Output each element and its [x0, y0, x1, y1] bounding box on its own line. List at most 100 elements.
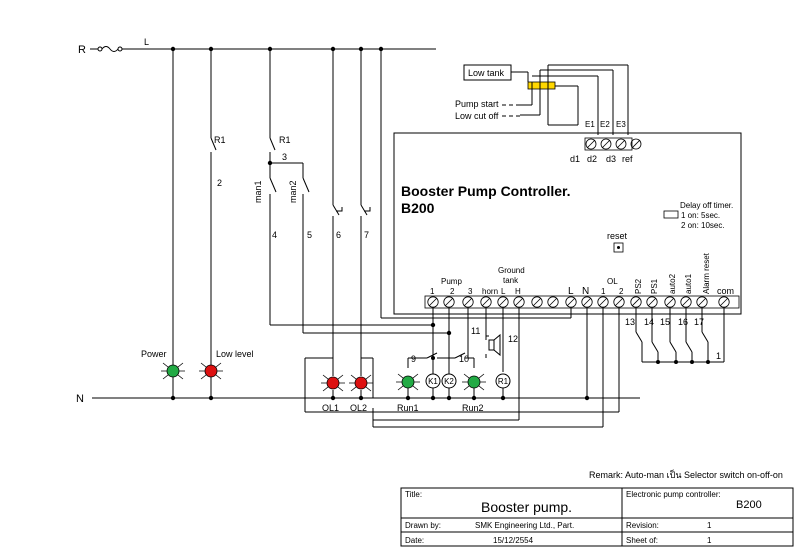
r1b-label: R1: [279, 135, 291, 145]
pump-label: Pump: [441, 277, 462, 286]
sheet-value: 1: [707, 536, 712, 545]
sheet-label: Sheet of:: [626, 536, 658, 545]
ol1-lamp-icon: [321, 374, 345, 392]
auto2-label: auto2: [668, 273, 677, 294]
run1-lamp-icon: [396, 373, 420, 391]
terminal-screw-icon: [613, 296, 625, 308]
terminal-slot: [498, 297, 508, 307]
remark-text: Remark: Auto-man เป็น Selector switch on…: [589, 468, 783, 480]
wire-2-label: 2: [217, 178, 222, 188]
delay-switch-icon: [663, 210, 679, 219]
d3-label: d3: [606, 154, 616, 164]
r1a-label: R1: [214, 135, 226, 145]
wire-11-label: 11: [471, 326, 480, 336]
wire-4-label: 4: [272, 230, 277, 240]
bottom-terminal-strip: [424, 295, 740, 309]
ol-2-label: 2: [619, 287, 624, 296]
wire-3-label: 3: [282, 152, 287, 162]
power-lamp-icon: [161, 362, 185, 380]
epc-value: B200: [736, 499, 762, 511]
ground-tank-label-1: Ground: [498, 266, 525, 275]
man2-label: man2: [288, 180, 298, 203]
horn-label: horn: [482, 287, 498, 296]
wire-7-label: 7: [364, 230, 369, 240]
ps1-label: PS1: [650, 278, 659, 294]
terminal-screw-icon: [646, 296, 658, 308]
ps2-label: PS2: [634, 278, 643, 294]
terminal-slot: [614, 297, 624, 307]
line-l-label: L: [144, 37, 149, 47]
controller-box: [393, 132, 742, 315]
controller-title-2: B200: [401, 200, 435, 216]
line-r-label: R: [78, 44, 86, 56]
wire-14-label: 14: [644, 317, 654, 327]
ol2-label: OL2: [350, 403, 367, 413]
ref-label: ref: [622, 154, 633, 164]
ol-label: OL: [607, 277, 618, 286]
title-value: Booster pump.: [481, 499, 572, 515]
terminal-slot: [697, 297, 707, 307]
com-label: com: [717, 286, 734, 296]
wire-6-label: 6: [336, 230, 341, 240]
terminal-slot: [582, 297, 592, 307]
terminal-screw-icon: [581, 296, 593, 308]
terminal-screw-icon: [597, 296, 609, 308]
d1-label: d1: [570, 154, 580, 164]
terminal-slot: [548, 297, 558, 307]
terminal-screw-icon: [680, 296, 692, 308]
terminal-screw-icon: [531, 296, 543, 308]
terminal-screw-icon: [565, 296, 577, 308]
terminal-screw-icon: [480, 296, 492, 308]
run2-label: Run2: [462, 403, 484, 413]
delay-option-2: 2 on: 10sec.: [681, 221, 725, 230]
e3-label: E3: [616, 120, 626, 129]
terminal-slot: [647, 297, 657, 307]
lamps: Power Low level OL1 OL2: [141, 349, 486, 413]
delay-title: Delay off timer.: [680, 201, 733, 210]
e2-label: E2: [600, 120, 610, 129]
low-cut-off-label: Low cut off: [455, 111, 499, 121]
run2-lamp-icon: [462, 373, 486, 391]
terminal-slot: [598, 297, 608, 307]
ground-tank-label-2: tank: [503, 276, 519, 285]
ol2-lamp-icon: [349, 374, 373, 392]
terminal-slot: [514, 297, 524, 307]
controller: d1 d2 d3 ref Booster Pump Controller. B2…: [393, 132, 742, 315]
low-level-lamp-icon: [199, 362, 223, 380]
r1-coil-label: R1: [498, 377, 509, 386]
man1-label: man1: [253, 180, 263, 203]
terminal-screw-icon: [630, 296, 642, 308]
wire-5-label: 5: [307, 230, 312, 240]
low-tank-label: Low tank: [468, 68, 505, 78]
reset-label: reset: [607, 231, 628, 241]
power-label: Power: [141, 349, 167, 359]
terminal-slot: [719, 297, 729, 307]
e1-label: E1: [585, 120, 595, 129]
terminal-slot: [665, 297, 675, 307]
k1-label: K1: [428, 377, 438, 386]
wire-9-label: 9: [411, 354, 416, 364]
terminal-screw-icon: [462, 296, 474, 308]
terminal-screw-icon: [718, 296, 730, 308]
auto1-label: auto1: [684, 273, 693, 294]
wire-10-label: 10: [459, 354, 469, 364]
wire-17-label: 17: [694, 317, 704, 327]
wire-13-label: 13: [625, 317, 635, 327]
ol1-label: OL1: [322, 403, 339, 413]
terminal-slot: [631, 297, 641, 307]
terminal-screw-icon: [427, 296, 439, 308]
k1-coil-icon: [425, 373, 441, 389]
epc-label: Electronic pump controller:: [626, 490, 721, 499]
wire-12-label: 12: [508, 334, 518, 344]
title-label: Title:: [405, 490, 422, 499]
terminal-slot: [481, 297, 491, 307]
terminal-slot: [463, 297, 473, 307]
alarm-reset-label: Alarm reset: [702, 252, 711, 294]
terminal-slot: [681, 297, 691, 307]
delay-option-1: 1 on: 5sec.: [681, 211, 720, 220]
pump-2-label: 2: [450, 287, 455, 296]
wire-16-label: 16: [678, 317, 688, 327]
wire-15-label: 15: [660, 317, 670, 327]
supply-n-label: N: [582, 286, 589, 297]
